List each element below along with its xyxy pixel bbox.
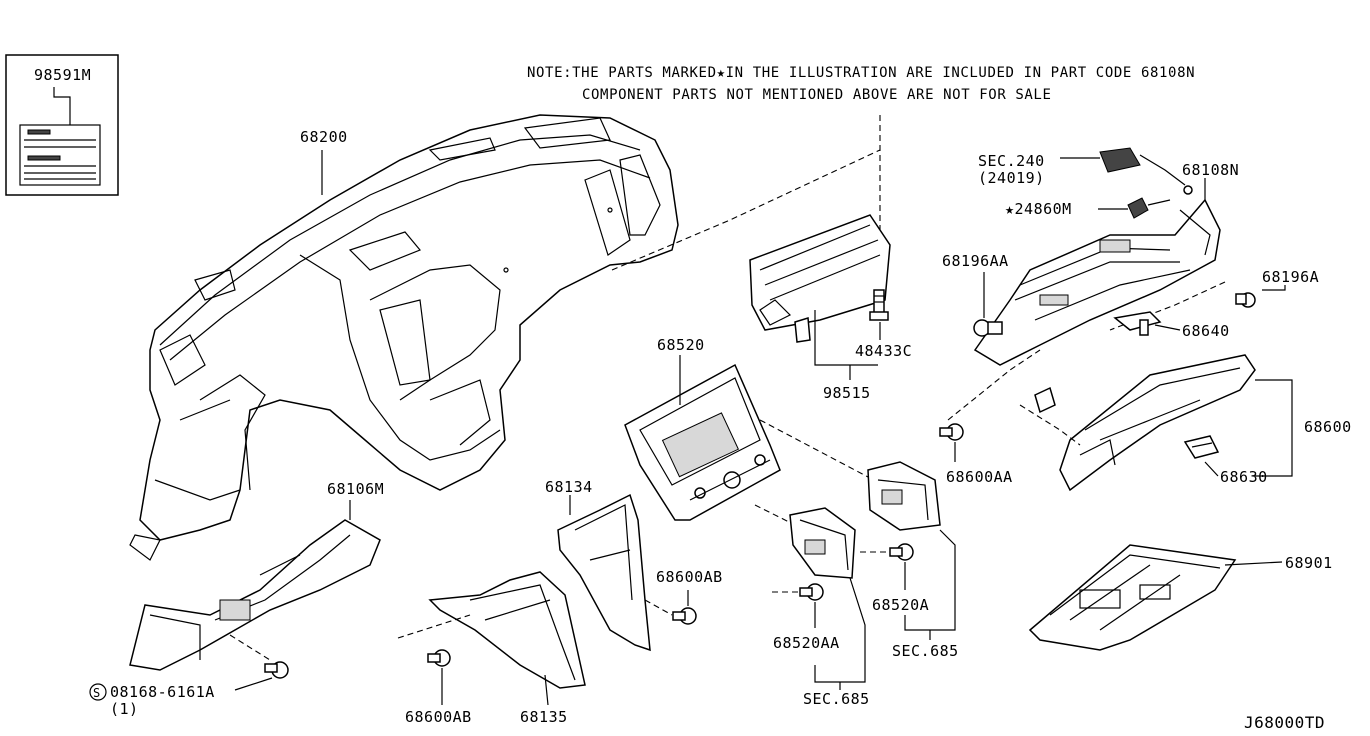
screw-prefix-symbol: S [93,686,101,700]
clip-68600AB-b [427,649,451,667]
airbag-module-98515 [749,214,891,343]
clip-68196AA [973,319,1003,337]
vent-assembly-left [789,507,856,579]
part-label-24860M: ★24860M [1005,200,1072,218]
part-label-68600: 68600 [1304,418,1352,436]
part-label-68196AA: 68196AA [942,252,1009,270]
part-label-sec240: SEC.240 [978,152,1045,170]
part-label-68520: 68520 [657,336,705,354]
part-label-68600AA: 68600AA [946,468,1013,486]
lower-cover-68106M [129,519,381,671]
stopper-clip [1034,386,1056,414]
note-line-1: NOTE:THE PARTS MARKED★IN THE ILLUSTRATIO… [527,65,1195,81]
part-label-98591M: 98591M [34,66,91,84]
glovebox-lid-68600 [1059,354,1256,492]
part-label-sec685-a: SEC.685 [892,642,959,660]
part-label-68600AB-b: 68600AB [405,708,472,726]
part-label-68196A: 68196A [1262,268,1319,286]
part-label-68134: 68134 [545,478,593,496]
harness-sec240 [1099,147,1193,195]
note-line-2: COMPONENT PARTS NOT MENTIONED ABOVE ARE … [582,87,1052,103]
connector-24860M [1127,197,1171,219]
floor-cover-68901 [1028,544,1237,651]
part-label-68106M: 68106M [327,480,384,498]
caution-label-sticker [19,124,101,186]
vent-assembly-right [867,461,941,531]
part-label-48433C: 48433C [855,342,912,360]
part-label-98515: 98515 [823,384,871,402]
bolt-48433C [869,289,889,321]
part-label-68108N: 68108N [1182,161,1239,179]
clip-68600AA [939,423,964,441]
lower-cover-68135 [428,571,586,689]
instrument-panel-68200 [129,114,679,561]
clip-68520AA [799,583,824,601]
diagram-id: J68000TD [1244,713,1325,732]
part-label-68901: 68901 [1285,554,1333,572]
clip-68196A [1235,292,1256,308]
part-label-68520AA: 68520AA [773,634,840,652]
part-label-68630: 68630 [1220,468,1268,486]
part-label-68135: 68135 [520,708,568,726]
part-label-08168-6161A: 08168-6161A [110,683,215,701]
part-label-68200: 68200 [300,128,348,146]
latch-68630 [1183,435,1220,459]
screw-08168-6161A [264,661,289,679]
part-label-08168-qty: (1) [110,700,139,718]
part-label-sec240-sub: (24019) [978,169,1045,187]
clip-68600AB-a [672,607,697,625]
label-box-98591M: 98591M [5,54,119,196]
part-label-sec685-b: SEC.685 [803,690,870,708]
part-label-68600AB-a: 68600AB [656,568,723,586]
glovebox-housing-68108N [973,198,1221,366]
cluster-lid-68520 [624,363,781,521]
bracket-68640 [1113,311,1162,336]
clip-68520A [889,543,914,561]
part-label-68640: 68640 [1182,322,1230,340]
part-label-68520A: 68520A [872,596,929,614]
side-cover-68134 [557,493,651,652]
